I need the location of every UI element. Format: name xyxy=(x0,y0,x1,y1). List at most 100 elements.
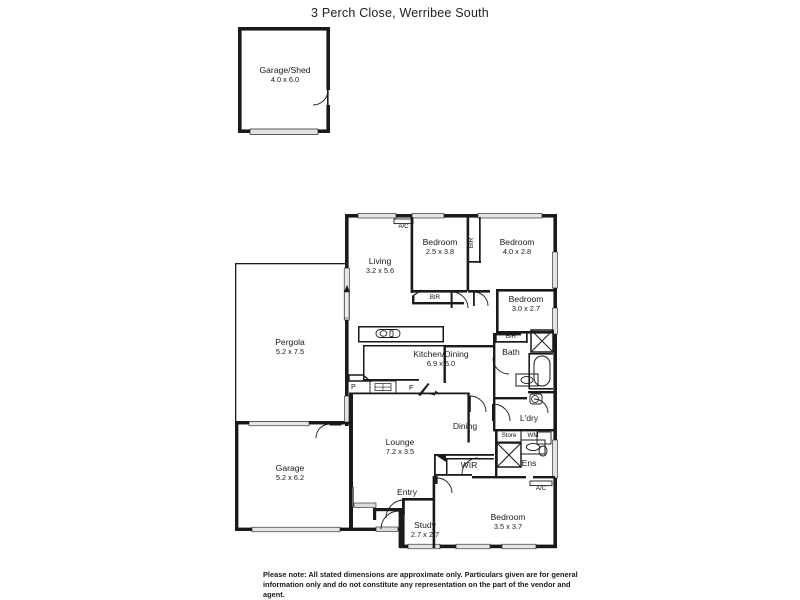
bedroom1-door-swing xyxy=(451,291,469,309)
garage-wall-left xyxy=(235,421,239,531)
wall-ens-left xyxy=(495,430,498,478)
kitchen-sink xyxy=(375,329,401,338)
wall-tub-ldry xyxy=(528,391,554,394)
wall-bath-top xyxy=(493,333,521,336)
ldry-door-leaf xyxy=(492,404,494,421)
tub-surround-top xyxy=(529,353,553,355)
shower-cross-2 xyxy=(530,329,554,353)
wall-ens-bottom-right xyxy=(533,476,555,479)
kitchen-bench-upper-left xyxy=(358,326,360,342)
wall-kitchen-right xyxy=(443,345,446,383)
wall-study-right xyxy=(432,476,436,548)
garage-internal-door-swing xyxy=(315,423,331,439)
label-ac-top: A/C xyxy=(398,223,409,230)
window-bottom-2 xyxy=(455,543,491,550)
bath-toilet-bowl xyxy=(531,394,539,403)
bir-bath-front xyxy=(495,341,527,343)
fridge-space-marker xyxy=(418,383,430,396)
bath-door-leaf xyxy=(493,357,495,373)
wall-entry-porch xyxy=(373,508,401,512)
window-bottom-3 xyxy=(501,543,537,550)
wall-dining-right xyxy=(467,392,470,443)
front-door-opening xyxy=(353,502,377,508)
bir-living-reveal xyxy=(412,289,422,297)
window-bottom-1 xyxy=(407,543,441,550)
bedroom2-door-leaf xyxy=(473,292,475,306)
label-ac-bottom: A/C xyxy=(535,485,547,492)
pergola-edge-top xyxy=(235,263,347,265)
bir-living-front xyxy=(412,302,464,305)
label-bir-living: BIR xyxy=(429,294,441,301)
label-bir-bath: BIR xyxy=(505,333,517,340)
wir-shelf-front xyxy=(446,458,494,460)
bir-bedroom2-front xyxy=(469,261,481,263)
wall-bedroom4-left-stub xyxy=(435,476,438,484)
garage-structure xyxy=(235,421,354,533)
wall-kitchen-top xyxy=(444,345,494,348)
kitchen-bench-upper-right xyxy=(442,326,444,342)
disclaimer-note: Please note: All stated dimensions are a… xyxy=(263,570,578,599)
garage-roller-door xyxy=(251,526,341,533)
window-top-3 xyxy=(477,213,543,219)
wall-bedroom3-bottom xyxy=(496,331,554,334)
entry-side-opening xyxy=(375,526,399,532)
ens-shower-cross-2 xyxy=(496,442,522,468)
wall-hall-top xyxy=(468,290,490,293)
wall-top xyxy=(345,214,557,218)
window-right-2 xyxy=(552,307,558,335)
pergola-structure xyxy=(235,263,347,491)
shower-recess-bath xyxy=(530,329,554,353)
kitchen-bench-lower-top xyxy=(364,379,419,381)
exterior-windows xyxy=(343,213,558,550)
window-top-2 xyxy=(411,213,445,219)
wall-study-left xyxy=(402,498,405,548)
label-pantry: P xyxy=(351,382,356,391)
wall-ldry-left xyxy=(493,399,496,431)
wall-wir-left xyxy=(434,454,436,476)
wall-bedroom2-bottom xyxy=(496,289,554,292)
wall-ens-bottom-left xyxy=(472,476,526,479)
wall-living-bedroom1 xyxy=(410,217,414,293)
shed-wall-top xyxy=(238,27,330,31)
pergola-edge-left xyxy=(235,263,237,491)
wir-door-swing xyxy=(461,457,479,475)
wall-entry-right xyxy=(398,508,402,548)
internal-walls-bedroom-wing xyxy=(410,217,554,334)
bir-living-side xyxy=(412,295,415,304)
ens-vanity xyxy=(520,439,546,455)
ens-basin xyxy=(526,442,540,452)
sink-drainer xyxy=(389,330,394,337)
wall-left-mid xyxy=(345,334,349,426)
shed-roller-door xyxy=(249,128,319,135)
tub-surround-bottom xyxy=(529,388,553,390)
ens-toilet-bowl xyxy=(538,445,548,457)
kitchen-return-wall xyxy=(363,345,365,381)
ldry-ext-door-swing xyxy=(533,398,549,414)
wall-wir-top xyxy=(434,454,494,456)
garage-internal-door-leaf xyxy=(329,424,342,426)
wall-wir-bottom xyxy=(434,474,472,476)
bir-bath-side xyxy=(495,333,497,343)
air-conditioner-unit-bottom xyxy=(529,480,553,487)
front-door-swing xyxy=(380,510,400,530)
page-title: 3 Perch Close, Werribee South xyxy=(311,6,489,20)
wir-shelf-divider xyxy=(446,458,448,474)
kitchen-bench-upper-top xyxy=(358,326,444,328)
kitchen-bench-lower-bottom xyxy=(349,392,421,395)
study-door-swing xyxy=(385,499,405,519)
wall-right xyxy=(553,214,557,548)
bir-bedroom2-divider xyxy=(479,217,481,263)
tub-surround-left xyxy=(528,353,530,389)
kitchen-area xyxy=(348,326,494,443)
wall-dining-top xyxy=(421,392,469,395)
label-fridge: F xyxy=(409,383,414,392)
dining-hall-door-leaf xyxy=(469,396,471,412)
label-bir-bedroom-top: BIR xyxy=(467,237,475,249)
shed-door-leaf xyxy=(327,90,329,105)
bath-vanity xyxy=(515,373,539,387)
label-store: Store xyxy=(501,432,517,439)
ensuite-area xyxy=(434,395,555,479)
sink-bowl xyxy=(379,330,388,337)
wall-bath-bottom xyxy=(493,397,527,400)
wall-left-lower xyxy=(349,421,353,531)
